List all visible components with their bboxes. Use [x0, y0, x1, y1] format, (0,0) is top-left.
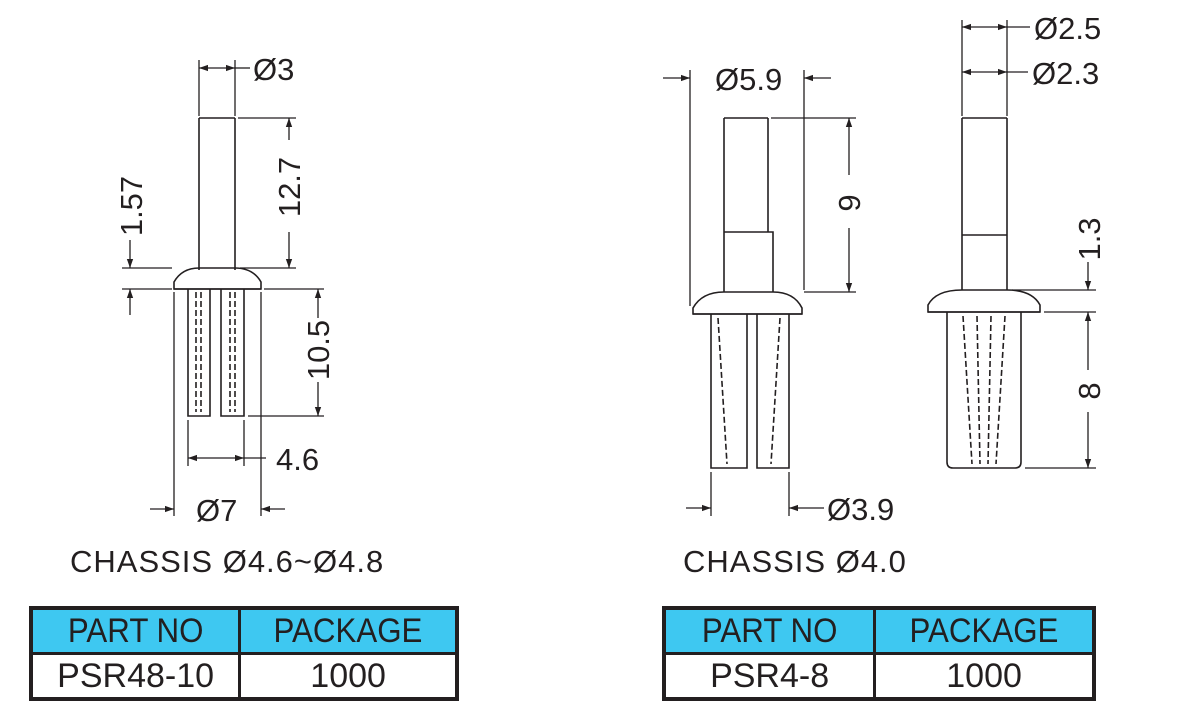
left-spec-table: PART NO PACKAGE PSR48-10 1000: [29, 606, 459, 701]
package-header: PACKAGE: [873, 606, 1096, 655]
part-no-value: PSR48-10: [29, 652, 242, 701]
dim-right-shank-len: 9: [832, 194, 867, 211]
dim-right-leg-dia: Ø3.9: [827, 492, 894, 527]
package-value: 1000: [238, 652, 459, 701]
left-head: [173, 267, 262, 290]
part-no-value: PSR4-8: [662, 652, 877, 701]
dim-right-head-dia: Ø5.9: [715, 62, 782, 97]
dim-left-head-thk: 1.57: [114, 176, 149, 236]
psr48-10-dimension-labels: Ø3 12.7 1.57 10.5 4.6 Ø7: [114, 52, 336, 528]
dim-right-tip-dia-1: Ø2.5: [1034, 11, 1101, 46]
left-chassis-caption: CHASSIS Ø4.6~Ø4.8: [70, 544, 385, 579]
dim-left-shank-dia: Ø3: [253, 52, 294, 87]
dim-left-leg-width: 4.6: [276, 442, 319, 477]
dim-left-leg-len: 10.5: [301, 320, 336, 380]
table-header-row: PART NO PACKAGE: [662, 606, 1096, 655]
dim-right-leg-len: 8: [1072, 382, 1107, 399]
right-spec-table: PART NO PACKAGE PSR4-8 1000: [662, 606, 1096, 701]
psr48-10-drawing: [173, 117, 262, 417]
dim-left-shank-len: 12.7: [272, 157, 307, 217]
table-row: PSR48-10 1000: [29, 652, 459, 701]
dim-right-tip-dia-2: Ø2.3: [1032, 56, 1099, 91]
part-no-header: PART NO: [662, 606, 877, 655]
table-row: PSR4-8 1000: [662, 652, 1096, 701]
psr4-8-dimensions: [663, 20, 1096, 516]
left-legs: [187, 289, 245, 417]
psr4-8-dimension-labels: Ø5.9 9 Ø3.9 Ø2.5 Ø2.3 1.3 8: [715, 11, 1107, 527]
left-shank: [198, 117, 236, 270]
psr4-8-front-view: [927, 117, 1041, 469]
right-chassis-caption: CHASSIS Ø4.0: [683, 544, 907, 579]
part-no-header: PART NO: [29, 606, 242, 655]
package-value: 1000: [873, 652, 1096, 701]
dim-left-head-dia: Ø7: [196, 493, 237, 528]
package-header: PACKAGE: [238, 606, 459, 655]
psr4-8-side-view: [692, 117, 803, 469]
psr48-10-dimensions: [122, 60, 324, 516]
dim-right-head-thk: 1.3: [1072, 217, 1107, 260]
table-header-row: PART NO PACKAGE: [29, 606, 459, 655]
